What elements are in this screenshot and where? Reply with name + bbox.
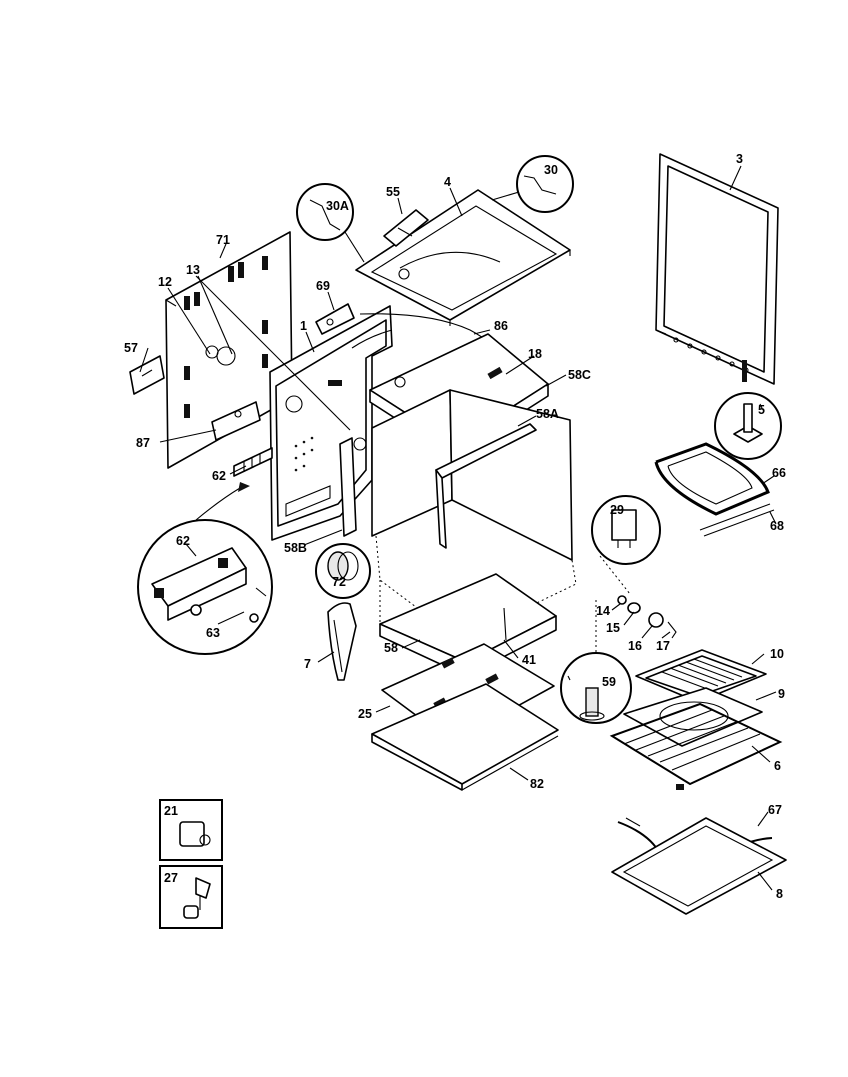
- bottom-pan-part-82[interactable]: [371, 683, 559, 791]
- label-62: 62: [212, 469, 226, 483]
- callout-30a[interactable]: [296, 183, 365, 263]
- label-6: 6: [774, 759, 781, 773]
- door-frame-part-3[interactable]: [655, 153, 779, 385]
- callout-30[interactable]: [491, 155, 574, 213]
- insulation-rear-part-58b[interactable]: [339, 437, 367, 537]
- inset-box-27[interactable]: [159, 865, 223, 929]
- label-17: 17: [656, 639, 670, 653]
- oven-cavity[interactable]: [371, 389, 577, 641]
- label-30a: 30A: [326, 199, 349, 213]
- label-8: 8: [776, 887, 783, 901]
- label-58c: 58C: [568, 368, 591, 382]
- label-15: 15: [606, 621, 620, 635]
- label-56: 58: [384, 641, 398, 655]
- rear-panel-vents: [184, 256, 268, 418]
- label-21: 21: [164, 804, 178, 818]
- label-86: 86: [494, 319, 508, 333]
- callout-5[interactable]: [714, 392, 782, 460]
- part-labels: 3 4 30 55 30A 71 12 13 69 1 86 57 18 58C…: [124, 152, 786, 901]
- bracket-part-55[interactable]: [383, 209, 429, 247]
- label-30: 30: [544, 163, 558, 177]
- broil-grid-slots: [661, 658, 743, 691]
- callout-59[interactable]: [560, 600, 632, 724]
- chassis-dot-grid: [294, 436, 314, 472]
- label-27: 27: [164, 871, 178, 885]
- insulation-side-part-58a[interactable]: [435, 423, 537, 549]
- label-55: 55: [386, 185, 400, 199]
- inset-box-21[interactable]: [159, 799, 223, 861]
- bracket-part-87[interactable]: [211, 401, 261, 441]
- label-3: 3: [736, 152, 743, 166]
- label-14: 14: [596, 604, 610, 618]
- label-67: 67: [768, 803, 782, 817]
- support-pan-part-4[interactable]: [355, 189, 571, 326]
- label-58a: 58A: [536, 407, 559, 421]
- label-57: 57: [124, 341, 138, 355]
- label-9: 9: [778, 687, 785, 701]
- label-62b: 62: [176, 534, 190, 548]
- leader-lines: [139, 165, 777, 891]
- label-29: 29: [610, 503, 624, 517]
- label-71: 71: [216, 233, 230, 247]
- callout-29[interactable]: [591, 495, 661, 595]
- terminal-block-part-62[interactable]: [233, 447, 273, 477]
- label-87: 87: [136, 436, 150, 450]
- label-10: 10: [770, 647, 784, 661]
- oven-rack-bars: [623, 709, 761, 771]
- label-41: 41: [522, 653, 536, 667]
- door-frame-holes: [673, 337, 749, 373]
- oven-bottom-part-8[interactable]: [611, 817, 787, 915]
- label-4: 4: [444, 175, 451, 189]
- label-7: 7: [304, 657, 311, 671]
- rear-panel-part-71[interactable]: [165, 231, 293, 469]
- label-18: 18: [528, 347, 542, 361]
- oven-light-assembly[interactable]: [617, 595, 677, 639]
- bracket-part-57[interactable]: [129, 355, 165, 395]
- label-16: 16: [628, 639, 642, 653]
- oven-rack-part-6[interactable]: [609, 702, 783, 790]
- label-69: 69: [316, 279, 330, 293]
- broil-element-part-66[interactable]: [654, 442, 775, 537]
- label-58b: 58B: [284, 541, 307, 555]
- label-13: 13: [186, 263, 200, 277]
- label-12: 12: [158, 275, 172, 289]
- callout-terminal-block[interactable]: [137, 482, 273, 655]
- label-82: 82: [530, 777, 544, 791]
- bracket-part-69[interactable]: [315, 303, 355, 335]
- hinge-part-7[interactable]: [327, 602, 357, 681]
- label-1: 1: [300, 319, 307, 333]
- label-66: 66: [772, 466, 786, 480]
- label-59: 59: [602, 675, 616, 689]
- chassis-side-part-1[interactable]: [269, 305, 393, 541]
- label-5: 5: [758, 403, 765, 417]
- label-63: 63: [206, 626, 220, 640]
- callout-72[interactable]: [315, 543, 371, 599]
- label-25: 25: [358, 707, 372, 721]
- label-68: 68: [770, 519, 784, 533]
- broil-pan-grid-part-10[interactable]: [635, 649, 767, 703]
- label-72: 72: [332, 575, 346, 589]
